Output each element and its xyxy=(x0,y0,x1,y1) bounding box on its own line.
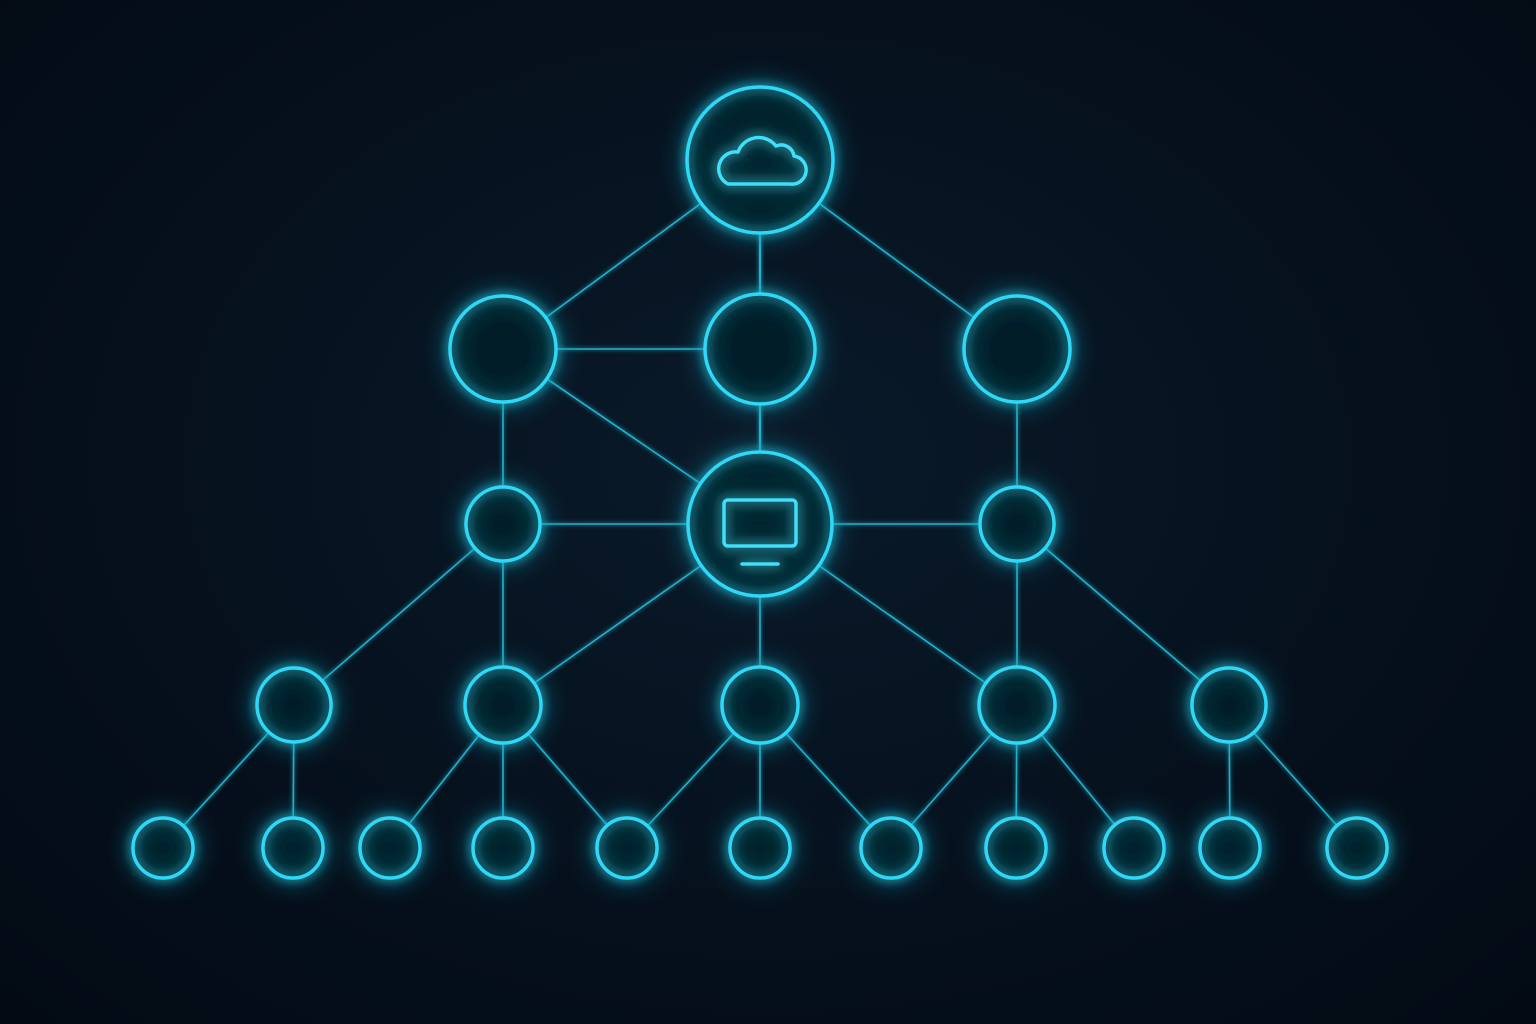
node-circle-l2-right xyxy=(978,485,1056,563)
node-l3-a xyxy=(255,666,333,744)
edge-l3-a-leaf-1 xyxy=(182,731,270,827)
edge-l2-right-l3-e xyxy=(1044,547,1202,682)
node-circle-leaf-11 xyxy=(1325,816,1389,880)
monitor-icon xyxy=(722,498,798,566)
node-l1-left xyxy=(448,294,558,404)
node-leaf-11 xyxy=(1325,816,1389,880)
node-circle-leaf-2 xyxy=(261,816,325,880)
edge-hub-l3-d xyxy=(818,564,987,684)
node-leaf-2 xyxy=(261,816,325,880)
node-circle-leaf-8 xyxy=(984,816,1048,880)
node-l1-right xyxy=(962,294,1072,404)
node-circle-leaf-3 xyxy=(358,816,422,880)
edge-l3-d-leaf-7 xyxy=(910,732,993,827)
node-circle-leaf-6 xyxy=(728,816,792,880)
node-l2-left xyxy=(464,485,542,563)
node-circle-l3-e xyxy=(1190,666,1268,744)
edge-l1-left-hub xyxy=(546,378,701,485)
edge-hub-l3-b xyxy=(533,564,702,684)
connection-lines xyxy=(182,202,1338,827)
edge-l3-b-leaf-3 xyxy=(407,734,481,825)
node-leaf-1 xyxy=(131,816,195,880)
node-leaf-9 xyxy=(1102,816,1166,880)
node-circle-leaf-4 xyxy=(471,816,535,880)
network-nodes xyxy=(131,85,1389,880)
node-circle-root xyxy=(685,85,835,235)
edge-root-l1-left xyxy=(545,202,702,319)
node-circle-l3-b xyxy=(463,665,543,745)
node-circle-leaf-10 xyxy=(1198,816,1262,880)
node-circle-l3-c xyxy=(720,665,800,745)
edge-l2-left-l3-a xyxy=(321,547,476,682)
node-circle-leaf-5 xyxy=(595,816,659,880)
edge-l3-e-leaf-10 xyxy=(1228,741,1231,819)
node-l3-e xyxy=(1190,666,1268,744)
node-hub xyxy=(686,450,834,598)
node-root xyxy=(685,85,835,235)
node-circle-leaf-9 xyxy=(1102,816,1166,880)
node-l3-b xyxy=(463,665,543,745)
edge-l3-d-leaf-9 xyxy=(1040,733,1116,826)
node-circle-leaf-7 xyxy=(859,816,923,880)
edge-l3-e-leaf-11 xyxy=(1253,732,1338,827)
edge-l3-a-leaf-2 xyxy=(292,741,295,819)
edge-root-l1-right xyxy=(818,202,975,319)
node-circle-leaf-1 xyxy=(131,816,195,880)
node-leaf-5 xyxy=(595,816,659,880)
node-leaf-4 xyxy=(471,816,535,880)
edge-l3-d-leaf-8 xyxy=(1015,742,1018,819)
node-l2-right xyxy=(978,485,1056,563)
node-circle-l1-left xyxy=(448,294,558,404)
cloud-icon xyxy=(717,135,808,186)
node-leaf-3 xyxy=(358,816,422,880)
node-circle-l3-d xyxy=(977,665,1057,745)
node-l1-center xyxy=(703,292,817,406)
node-circle-l2-left xyxy=(464,485,542,563)
node-l3-c xyxy=(720,665,800,745)
edge-l3-b-leaf-5 xyxy=(527,733,608,826)
node-circle-hub xyxy=(686,450,834,598)
node-l3-d xyxy=(977,665,1057,745)
node-leaf-7 xyxy=(859,816,923,880)
node-leaf-8 xyxy=(984,816,1048,880)
node-circle-l1-right xyxy=(962,294,1072,404)
node-circle-l3-a xyxy=(255,666,333,744)
node-leaf-10 xyxy=(1198,816,1262,880)
node-leaf-6 xyxy=(728,816,792,880)
edge-l3-c-leaf-7 xyxy=(785,732,872,827)
edge-l3-c-leaf-5 xyxy=(646,732,735,827)
node-circle-l1-center xyxy=(703,292,817,406)
